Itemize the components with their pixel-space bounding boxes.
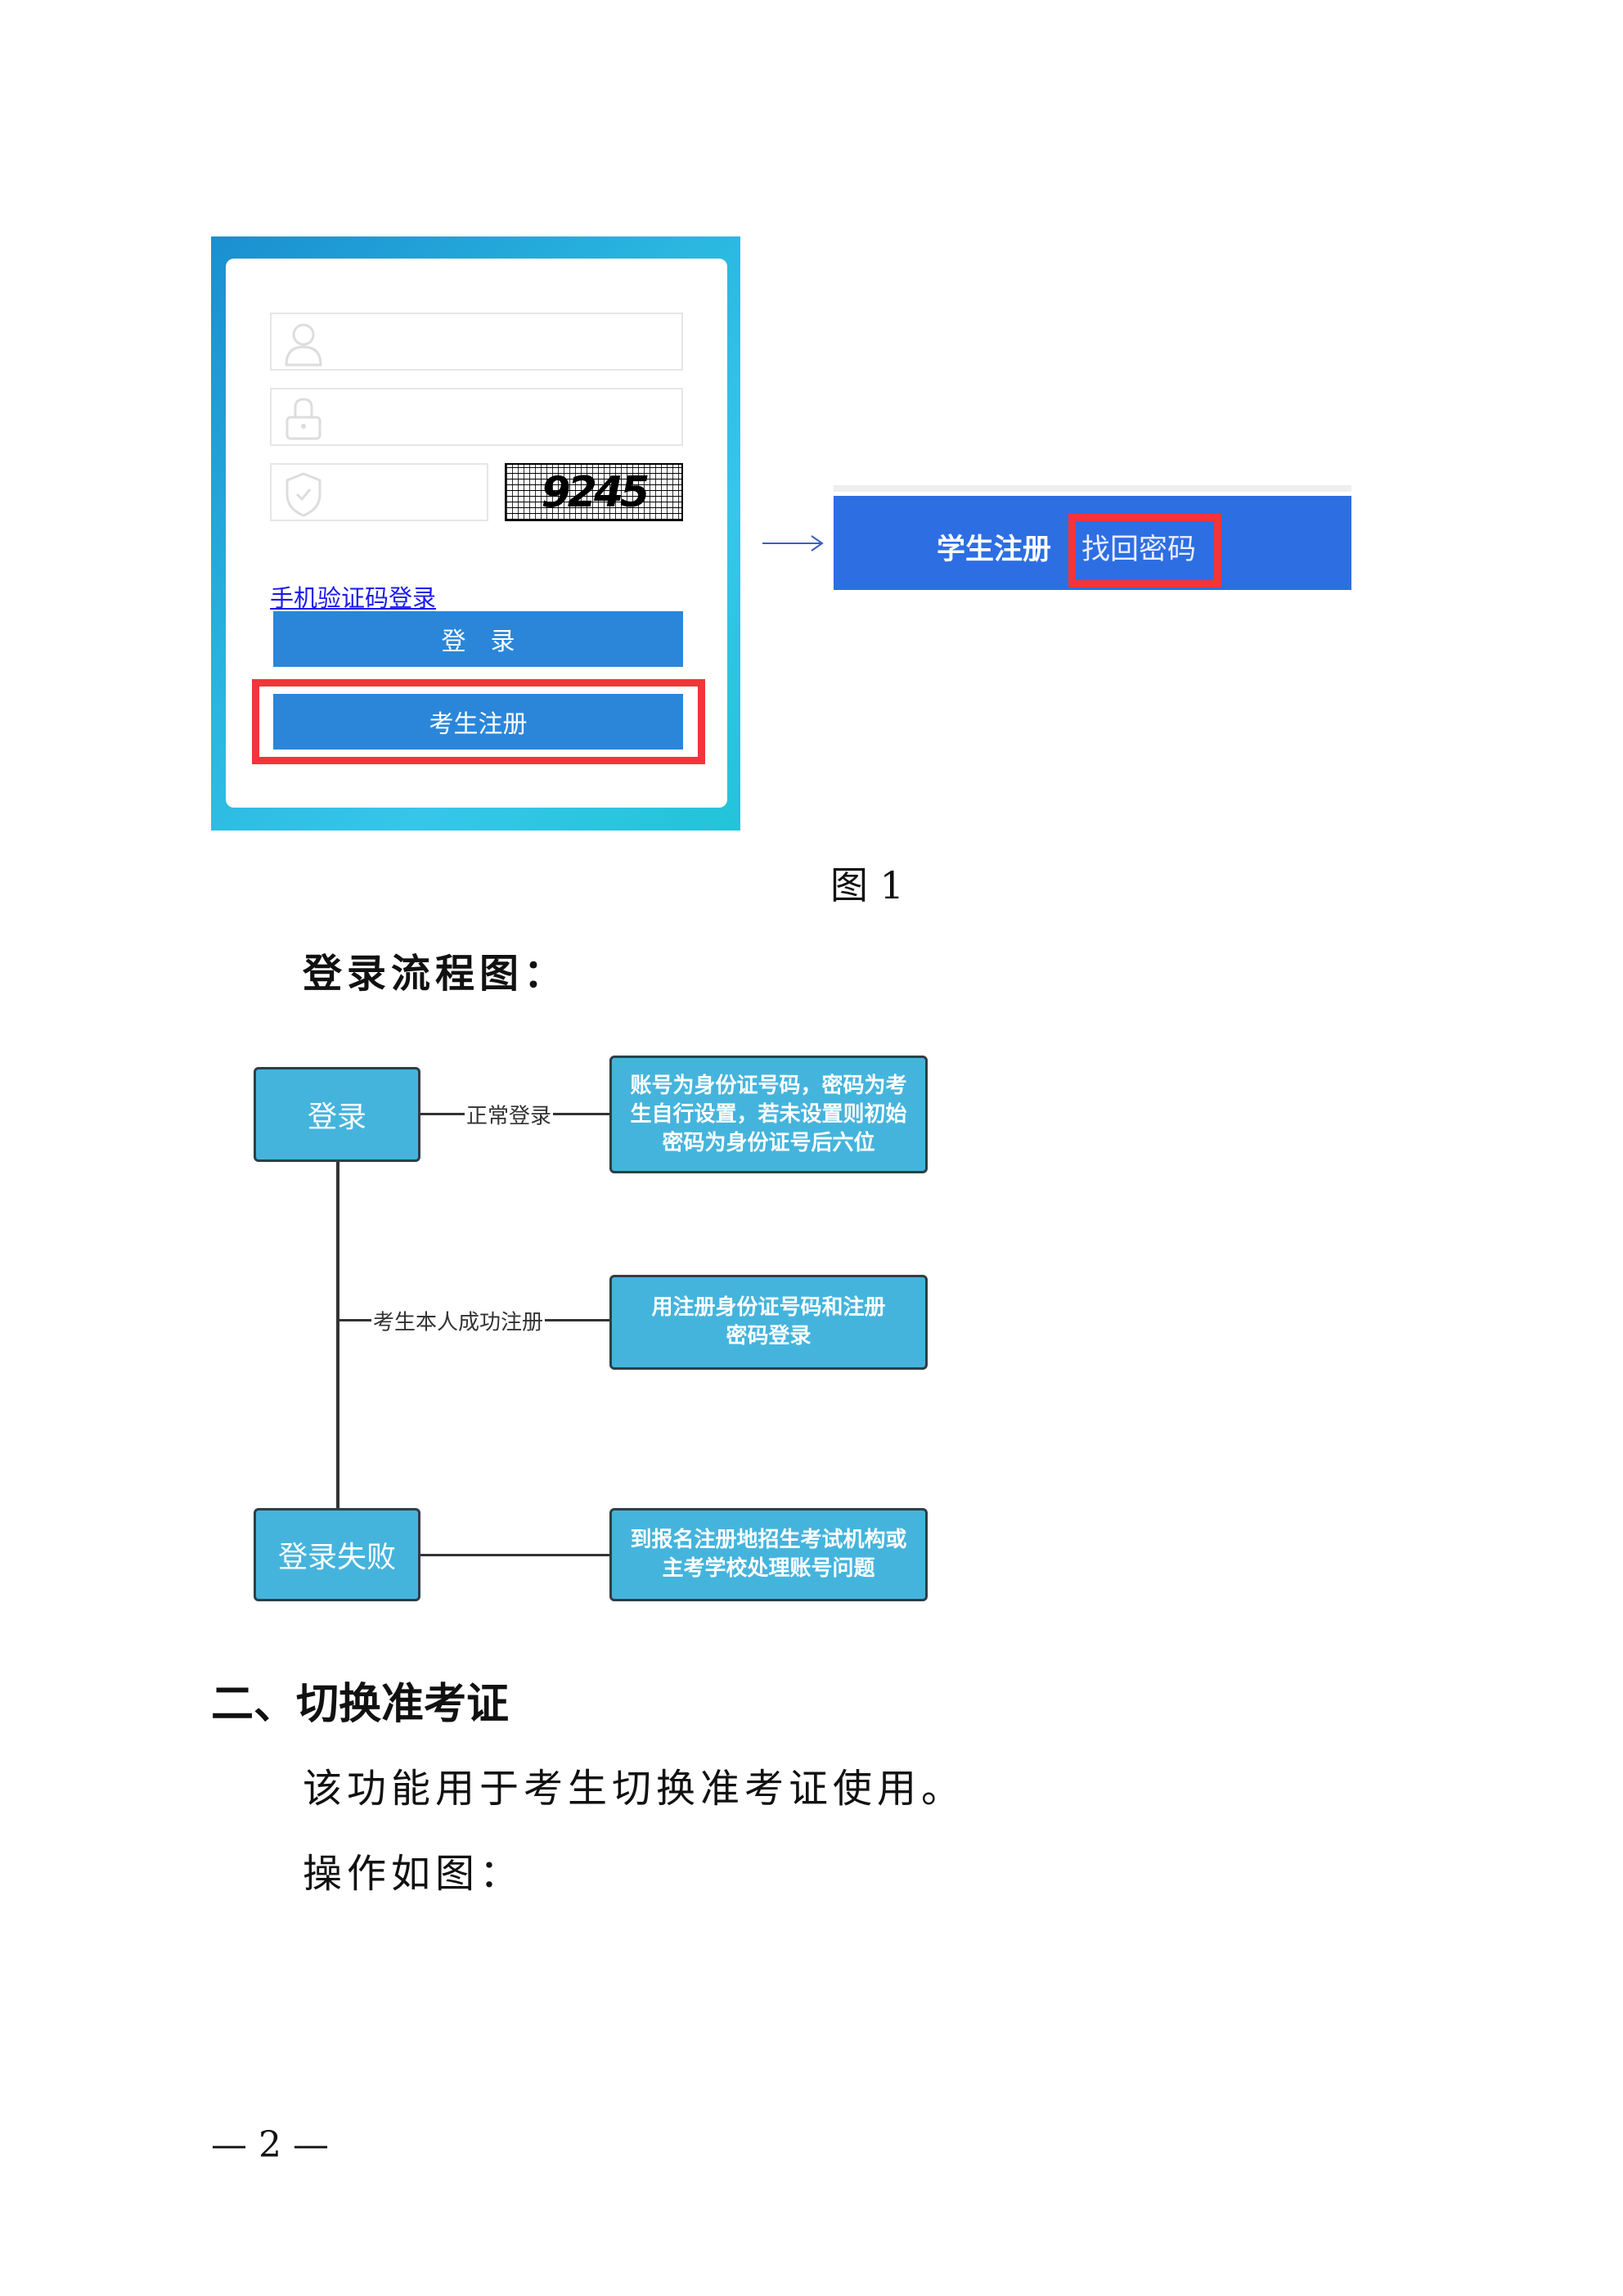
captcha-image[interactable]: 9245 (505, 463, 683, 521)
user-icon (285, 323, 322, 367)
bar-divider (834, 485, 1351, 492)
section-heading: 二、切换准考证 (211, 1679, 510, 1729)
captcha-text: 9245 (541, 467, 650, 517)
lock-icon (285, 398, 321, 440)
captcha-input[interactable] (270, 463, 488, 521)
edge-label-normal: 正常登录 (464, 1099, 554, 1130)
login-fail-node: 登录失败 (254, 1508, 420, 1601)
figure-caption: 图 1 (830, 863, 904, 907)
top-nav-bar (834, 496, 1351, 590)
sms-login-link[interactable]: 手机验证码登录 (270, 584, 437, 612)
student-register-link[interactable]: 学生注册 (937, 533, 1052, 566)
page-number: — 2 — (211, 2124, 329, 2166)
register-button[interactable]: 考生注册 (273, 694, 683, 750)
login-node: 登录 (254, 1067, 420, 1162)
flow-heading: 登录流程图： (303, 951, 569, 997)
registered-login-box: 用注册身份证号码和注册密码登录 (609, 1275, 928, 1370)
section-description: 该功能用于考生切换准考证使用。 (303, 1766, 966, 1812)
highlight-box (1068, 514, 1221, 588)
edge-label-registered: 考生本人成功注册 (371, 1305, 546, 1336)
operation-text: 操作如图： (303, 1851, 524, 1897)
connector-vertical (336, 1162, 339, 1508)
normal-login-box: 账号为身份证号码，密码为考生自行设置，若未设置则初始密码为身份证号后六位 (609, 1056, 928, 1173)
arrow-right-icon (762, 535, 824, 551)
recover-password-link[interactable]: 找回密码 (1081, 533, 1197, 566)
password-input[interactable] (270, 388, 683, 446)
highlight-box (252, 679, 705, 764)
shield-icon (285, 472, 321, 517)
username-input[interactable] (270, 313, 683, 371)
login-button[interactable]: 登 录 (273, 611, 683, 667)
login-fail-box: 到报名注册地招生考试机构或主考学校处理账号问题 (609, 1508, 928, 1601)
connector-fail (420, 1554, 609, 1556)
